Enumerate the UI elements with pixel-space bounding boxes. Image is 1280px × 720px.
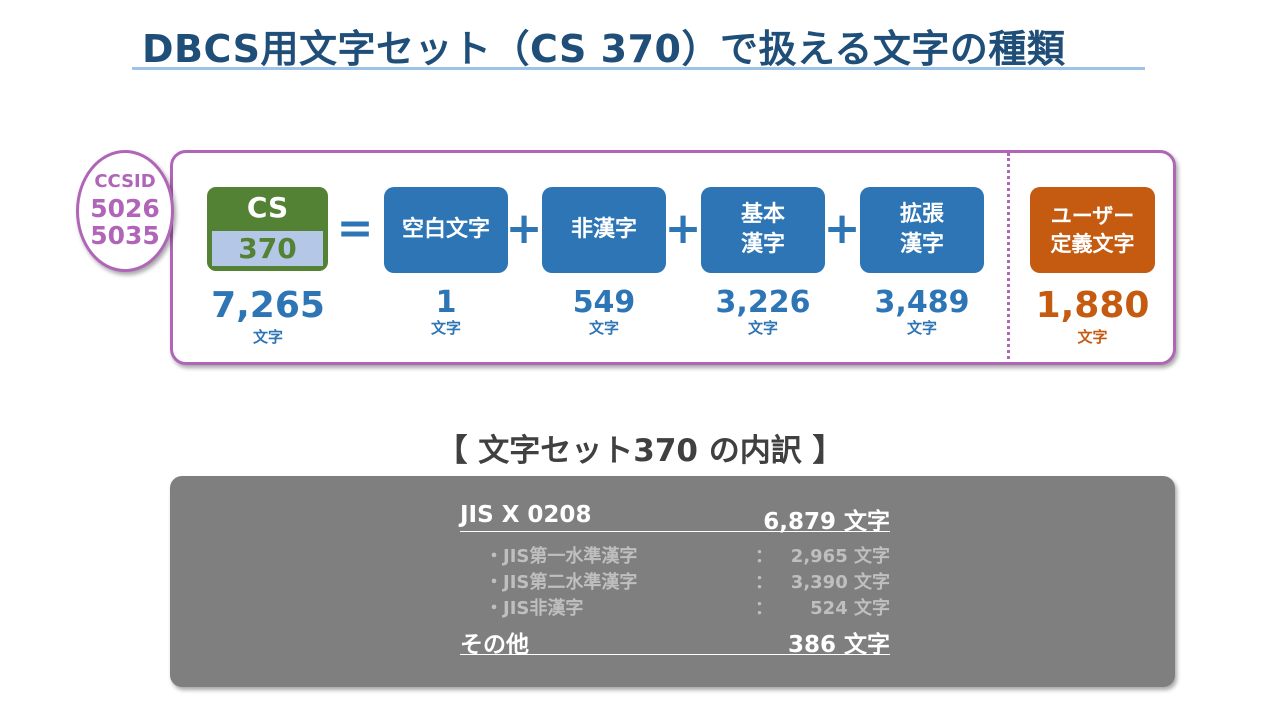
subrow-label: ・JIS非漢字 [485, 598, 584, 619]
total-count: 7,265 文字 [198, 288, 338, 345]
ccsid-value-5026: 5026 [90, 194, 160, 223]
box-user-defined: ユーザー 定義文字 [1030, 187, 1155, 273]
subrow-value: 2,965 文字 [790, 546, 890, 567]
box-extended-kanji: 拡張 漢字 [860, 187, 984, 273]
user-defined-divider [1007, 153, 1010, 359]
box-blank-chars: 空白文字 [384, 187, 508, 273]
extended-kanji-count-unit: 文字 [906, 319, 937, 337]
basic-kanji-count-value: 3,226 [715, 285, 811, 320]
basic-kanji-count-unit: 文字 [747, 319, 778, 337]
cs-number: 370 [212, 231, 323, 266]
ccsid-label: CCSID [94, 171, 156, 192]
row-underline [460, 654, 890, 655]
basic-kanji-count: 3,226 文字 [701, 288, 825, 336]
plus-operator: + [664, 203, 702, 254]
box-basic-kanji: 基本 漢字 [701, 187, 825, 273]
subrow-separator: ： [755, 572, 773, 593]
non-kanji-count: 549 文字 [542, 288, 666, 336]
plus-operator: + [505, 203, 543, 254]
breakdown-row-value: 6,879 文字 [763, 509, 890, 535]
equals-operator: = [336, 203, 374, 254]
total-count-value: 7,265 [211, 285, 325, 326]
total-count-unit: 文字 [252, 328, 283, 346]
subrow-value: 3,390 文字 [790, 572, 890, 593]
breakdown-panel [170, 476, 1175, 687]
blank-count-unit: 文字 [430, 319, 461, 337]
subrow-value: 524 文字 [810, 598, 890, 619]
plus-operator: + [823, 203, 861, 254]
extended-kanji-count-value: 3,489 [874, 285, 970, 320]
box-non-kanji: 非漢字 [542, 187, 666, 273]
title-underline [132, 67, 1145, 70]
user-defined-count-unit: 文字 [1077, 328, 1108, 346]
user-defined-count-value: 1,880 [1035, 285, 1150, 326]
user-defined-count: 1,880 文字 [1025, 288, 1160, 345]
cs-370-box: CS 370 [207, 187, 328, 271]
subrow-separator: ： [755, 598, 773, 619]
non-kanji-count-value: 549 [572, 285, 636, 320]
subrow-separator: ： [755, 546, 773, 567]
ccsid-value-5035: 5035 [90, 221, 160, 250]
row-underline [460, 531, 890, 532]
cs-label: CS [246, 191, 289, 224]
breakdown-row-label: JIS X 0208 [460, 502, 592, 528]
breakdown-title: 【 文字セット370 の内訳 】 [436, 433, 844, 469]
subrow-label: ・JIS第二水準漢字 [485, 572, 638, 593]
subrow-label: ・JIS第一水準漢字 [485, 546, 638, 567]
blank-count: 1 文字 [384, 288, 508, 336]
blank-count-value: 1 [435, 285, 457, 320]
page-title: DBCS用文字セット（CS 370）で扱える文字の種類 [142, 27, 1066, 71]
non-kanji-count-unit: 文字 [588, 319, 619, 337]
breakdown-row-label: その他 [460, 632, 529, 658]
ccsid-badge: CCSID 5026 5035 [76, 150, 174, 272]
extended-kanji-count: 3,489 文字 [860, 288, 984, 336]
breakdown-row-value: 386 文字 [787, 632, 890, 658]
